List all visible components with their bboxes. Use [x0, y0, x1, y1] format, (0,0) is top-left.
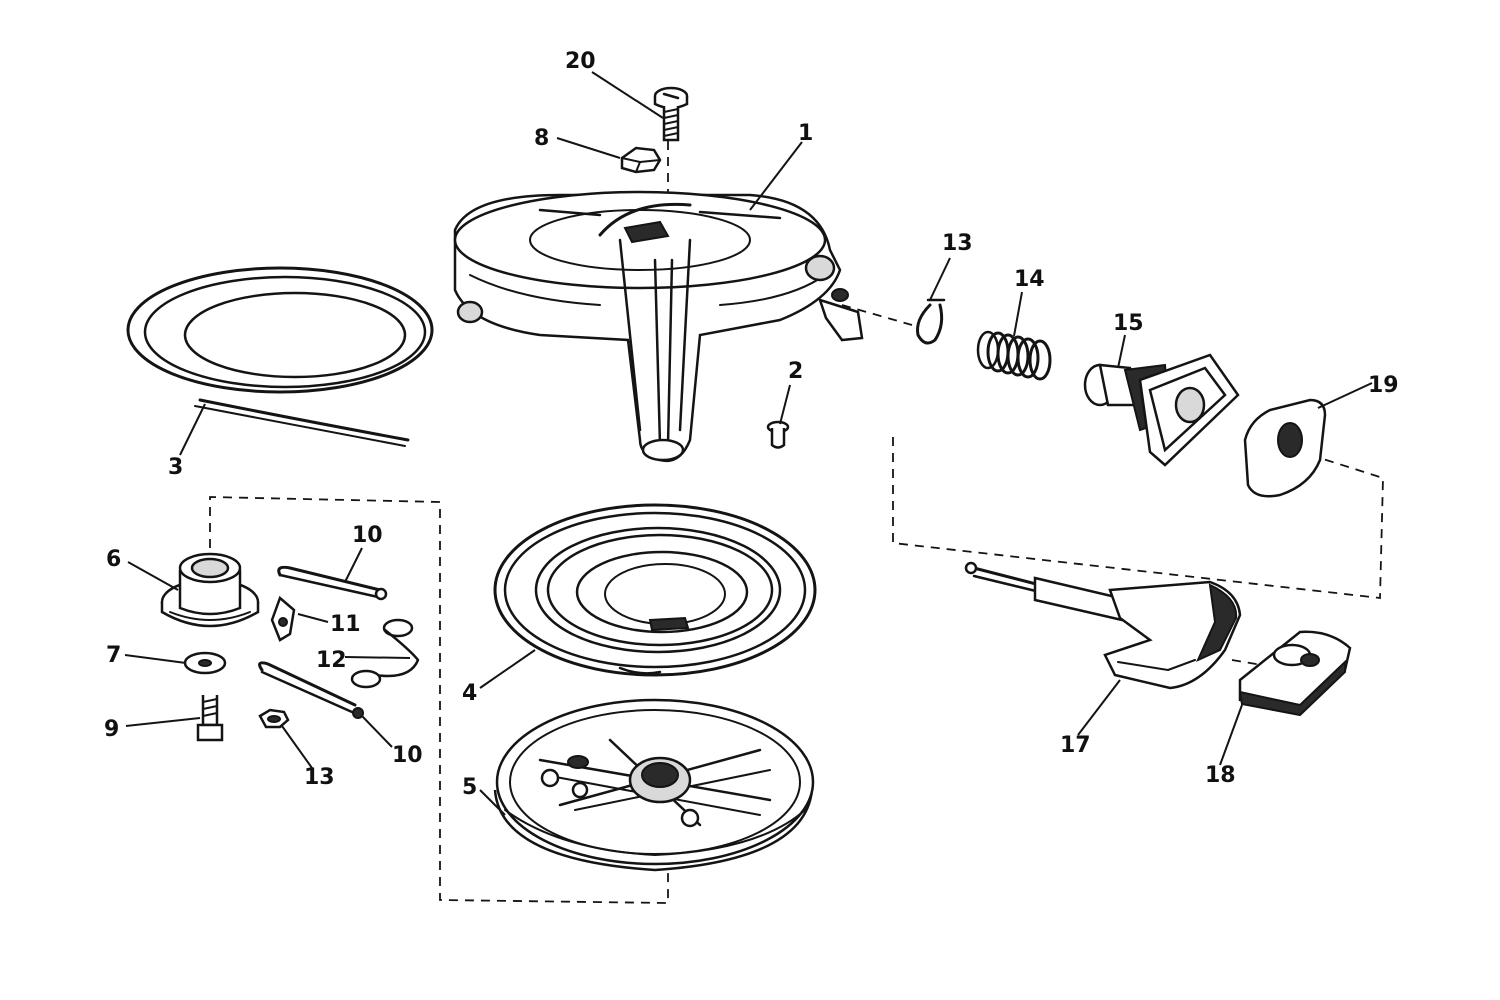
callout-18: 18 — [1205, 763, 1236, 788]
screw-part-20 — [653, 86, 689, 142]
spring-part-4 — [493, 503, 817, 677]
callout-9: 9 — [104, 717, 119, 742]
callout-20: 20 — [565, 49, 596, 74]
handle-base-part-16 — [1083, 353, 1240, 467]
starter-housing — [453, 190, 864, 463]
nut-part-8 — [620, 146, 662, 174]
callout-labels: 20 8 1 2 13 14 15 19 3 6 10 11 12 7 9 13… — [104, 49, 1399, 800]
clip-part-14 — [916, 298, 946, 345]
rope-part-3 — [126, 266, 434, 447]
callout-10-upper: 10 — [352, 523, 383, 548]
callout-10-lower: 10 — [392, 743, 423, 768]
callout-3: 3 — [168, 455, 183, 480]
bolt-part-9 — [196, 695, 224, 742]
link-part-10-upper — [277, 565, 388, 601]
leader-lines — [124, 71, 1373, 816]
callout-7: 7 — [106, 643, 121, 668]
bushing-part-6 — [160, 552, 260, 628]
callout-6: 6 — [106, 547, 121, 572]
link-part-10-lower — [258, 661, 364, 719]
callout-12: 12 — [316, 648, 347, 673]
callout-5: 5 — [462, 775, 477, 800]
pulley-part-5 — [493, 698, 815, 872]
nut-part-13 — [258, 708, 290, 729]
callout-11: 11 — [330, 612, 361, 637]
callout-19: 19 — [1368, 373, 1399, 398]
callout-17: 17 — [1060, 733, 1091, 758]
coil-spring-part-15 — [976, 330, 1052, 381]
callout-2: 2 — [788, 359, 803, 384]
screw-part-2 — [766, 420, 790, 449]
pad-part-19 — [1243, 398, 1327, 498]
t-handle-part-17 — [964, 561, 1242, 690]
callout-13: 13 — [304, 765, 335, 790]
washer-part-7 — [183, 651, 227, 675]
callout-1: 1 — [798, 121, 813, 146]
callout-16: 15 — [1113, 311, 1144, 336]
pawl-part-11 — [270, 595, 296, 642]
insert-part-18 — [1238, 630, 1352, 717]
spring-clip-part-12 — [350, 618, 420, 689]
callout-8: 8 — [534, 126, 549, 151]
callout-14: 13 — [942, 231, 973, 256]
callout-4: 4 — [462, 681, 477, 706]
callout-15: 14 — [1014, 267, 1045, 292]
